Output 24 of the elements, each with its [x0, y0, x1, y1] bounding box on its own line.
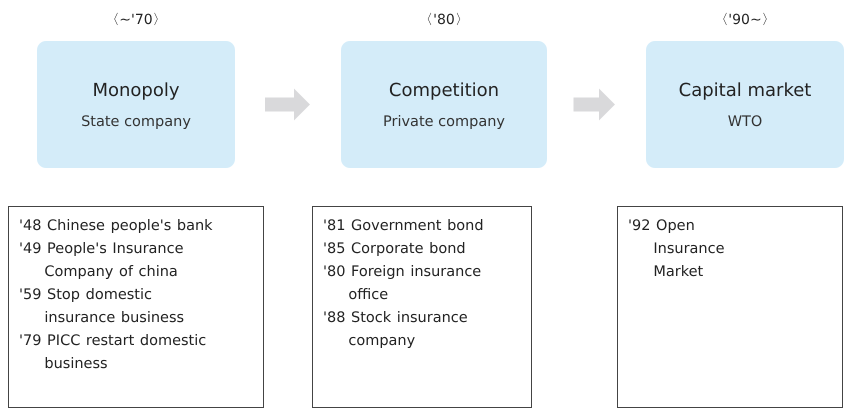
timeline-entry: '59 Stop domestic insurance business [19, 286, 186, 328]
period-label: 〈'80〉 [418, 11, 470, 29]
stage-title: Capital market [678, 80, 812, 100]
timeline-entry: '80 Foreign insurance office [323, 263, 482, 305]
stage-title: Monopoly [92, 80, 180, 100]
stage-subtitle: Private company [383, 114, 505, 130]
stage-subtitle: WTO [728, 114, 762, 130]
event-list-box [312, 206, 532, 408]
stage-subtitle: State company [81, 114, 191, 130]
timeline-entry: '49 People's Insurance Company of china [19, 240, 185, 282]
period-label: 〈~'70〉 [104, 11, 168, 29]
timeline-entry: '48 Chinese people's bank [19, 217, 214, 236]
timeline-entry: '81 Government bond [323, 217, 485, 236]
event-list-box [617, 206, 843, 408]
event-list-box [8, 206, 264, 408]
period-label: 〈'90~〉 [713, 11, 777, 29]
timeline-entry: '79 PICC restart domestic business [19, 332, 208, 374]
timeline-entry: '85 Corporate bond [323, 240, 467, 259]
stage-box [37, 41, 235, 168]
timeline-entry: '92 Open Insurance Market [628, 217, 726, 282]
stage-box [646, 41, 844, 168]
timeline-entry: '88 Stock insurance company [323, 309, 469, 351]
stage-box [341, 41, 547, 168]
stage-title: Competition [388, 80, 500, 100]
